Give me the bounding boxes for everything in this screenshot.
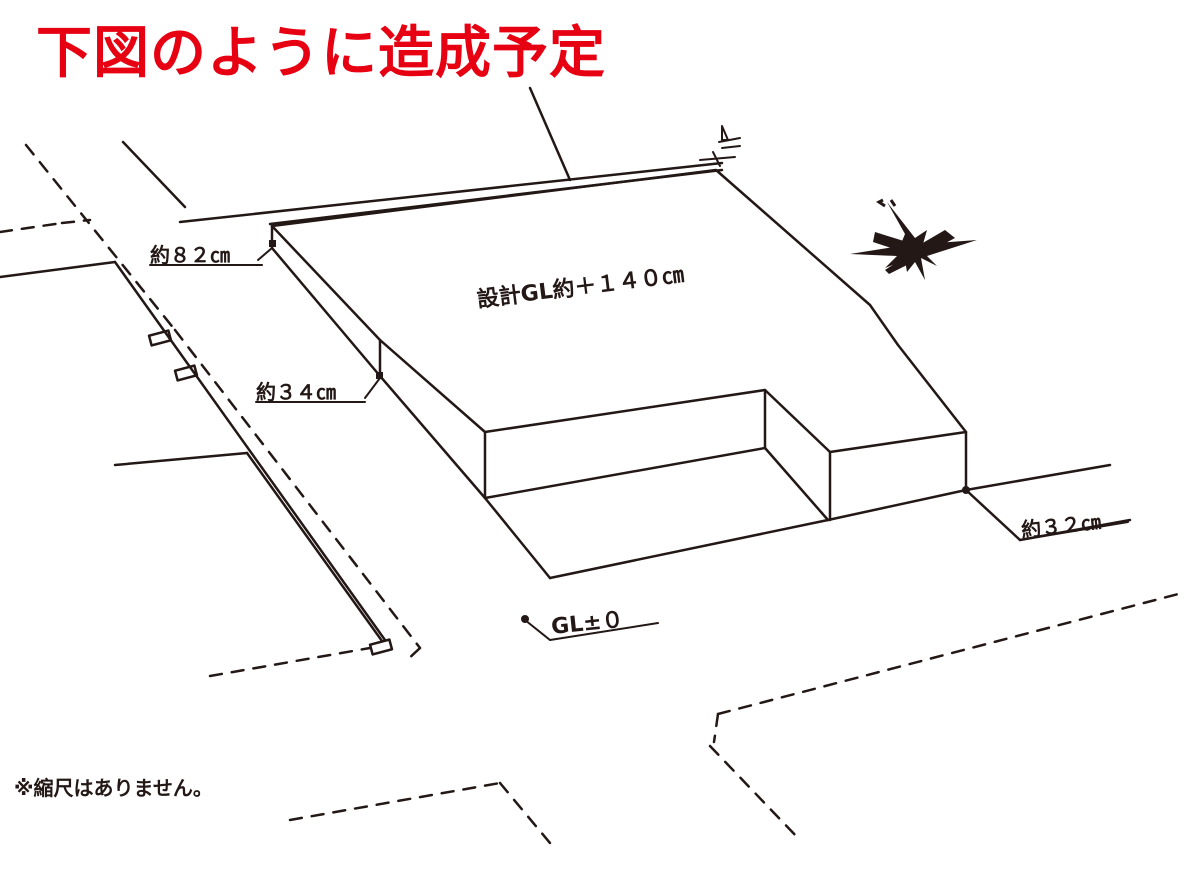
height-label-34cm: 約３４㎝ — [256, 380, 336, 404]
ground-level-label: GL±０ — [550, 608, 625, 640]
raised-platform — [270, 168, 1132, 580]
boundary-marker — [699, 125, 741, 167]
height-label-32cm: 約３２㎝ — [1020, 510, 1102, 542]
design-gl-label: 設計GL約＋１４０㎝ — [476, 262, 686, 313]
label-leaders — [149, 247, 1129, 641]
reference-points — [269, 240, 970, 623]
height-label-82cm: 約８２㎝ — [150, 243, 230, 267]
north-arrow-compass-icon — [850, 198, 977, 280]
lot-boundary-lines — [0, 86, 724, 656]
road-dashed-lines — [0, 143, 1186, 845]
page-title: 下図のように造成予定 — [36, 21, 606, 86]
scale-note: ※縮尺はありません。 — [14, 776, 213, 800]
